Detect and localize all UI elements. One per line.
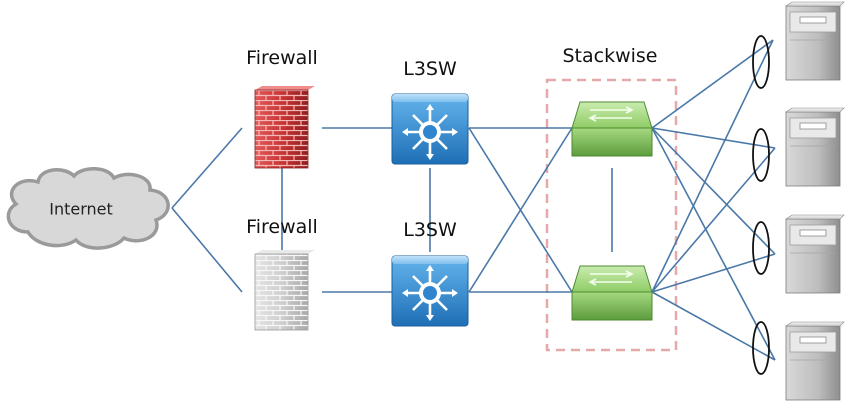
link-internet-firewall-bottom <box>171 207 243 293</box>
stack-switch-bottom-icon <box>571 265 653 321</box>
l3sw-bottom-icon <box>391 255 469 327</box>
server-icon <box>785 214 845 294</box>
link-stack-bottom-server-4 <box>651 291 776 361</box>
l3sw-bottom-label: L3SW <box>403 219 457 241</box>
server-icon <box>785 107 845 187</box>
link-aggregation-ellipse-3 <box>752 221 770 275</box>
servers <box>785 1 845 401</box>
stack-switch-top-icon <box>571 101 653 157</box>
firewall-top-icon <box>254 86 315 169</box>
stackwise-label: Stackwise <box>562 45 658 67</box>
link-stack-top-server-2 <box>651 127 776 149</box>
firewall-top-label: Firewall <box>246 47 318 69</box>
l3sw-top-label: L3SW <box>403 58 457 80</box>
link-aggregation-ellipse-2 <box>752 128 770 182</box>
firewall-bottom-icon <box>254 250 315 331</box>
stackwise-group-box <box>545 78 678 352</box>
internet-label: Internet <box>49 199 113 219</box>
internet-cloud-icon <box>6 167 170 250</box>
link-aggregation-ellipse-4 <box>752 321 770 375</box>
link-aggregation-ellipse-1 <box>752 35 770 89</box>
server-icon <box>785 321 845 401</box>
firewall-bottom-label: Firewall <box>246 216 318 238</box>
link-aggregation-ellipses <box>752 35 770 375</box>
l3sw-top-icon <box>391 93 469 165</box>
link-l3sw-bottom-stack-top <box>468 127 573 293</box>
link-stack-top-server-1 <box>651 39 774 129</box>
server-icon <box>785 1 845 81</box>
link-stack-top-server-3 <box>651 127 776 255</box>
link-internet-firewall-top <box>171 127 243 209</box>
link-stack-bottom-server-1 <box>651 39 774 293</box>
link-stack-top-server-4 <box>651 127 776 361</box>
link-stack-bottom-server-3 <box>651 253 776 293</box>
